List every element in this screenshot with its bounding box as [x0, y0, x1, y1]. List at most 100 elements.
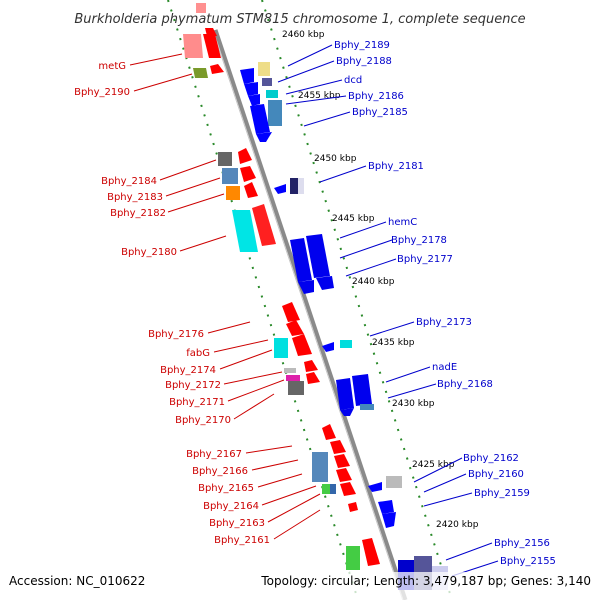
gene-label[interactable]: Bphy_2180 [121, 247, 177, 258]
gene-label[interactable]: Bphy_2162 [463, 453, 519, 464]
gene-label[interactable]: Bphy_2172 [165, 380, 221, 391]
gene-box-Bphy_2182[interactable] [226, 186, 240, 200]
tick-label: 2445 kbp [332, 214, 375, 224]
gene-arrow-dcd[interactable] [244, 82, 258, 96]
gene-label[interactable]: Bphy_2173 [416, 317, 472, 328]
gene-label[interactable]: hemC [388, 217, 417, 228]
gene-box-Bphy_2181[interactable] [290, 178, 298, 194]
gene-box-Bphy_2161[interactable] [346, 546, 360, 570]
gene-label[interactable]: fabG [186, 348, 210, 359]
left-leader-lines [129, 53, 321, 540]
gene-arrow[interactable] [304, 360, 318, 372]
gene-arrow[interactable] [336, 468, 352, 482]
chromosome-backbone [212, 29, 408, 600]
gene-label[interactable]: dcd [344, 75, 362, 86]
gene-arrow-Bphy_2176[interactable] [282, 302, 300, 322]
gene-label[interactable]: Bphy_2170 [175, 415, 231, 426]
gene-arrow-Bphy_2162[interactable] [368, 482, 382, 492]
gene-arrow[interactable] [382, 512, 396, 528]
gene-box-Bphy_2184[interactable] [218, 152, 232, 166]
gene-box-Bphy_2170[interactable] [288, 381, 304, 395]
gene-box-Bphy_2188[interactable] [262, 78, 272, 86]
gene-box-Bphy_2172[interactable] [284, 368, 296, 373]
gene-label[interactable]: metG [98, 61, 126, 72]
gene-arrow-hemC[interactable] [290, 238, 312, 282]
gene-box-Bphy_2173[interactable] [340, 340, 352, 348]
gene-box[interactable] [298, 178, 304, 194]
gene-label[interactable]: Bphy_2177 [397, 254, 453, 265]
gene-label[interactable]: Bphy_2185 [352, 107, 408, 118]
gene-box-Bphy_2186[interactable] [266, 90, 278, 98]
gene-arrow[interactable] [274, 184, 286, 194]
gene-label[interactable]: Bphy_2168 [437, 379, 493, 390]
gene-arrow[interactable] [250, 104, 270, 134]
gene-label[interactable]: Bphy_2156 [494, 538, 550, 549]
gene-label[interactable]: Bphy_2166 [192, 466, 248, 477]
gene-arrow-Bphy_2159[interactable] [378, 500, 394, 514]
gene-label[interactable]: Bphy_2186 [348, 91, 404, 102]
gene-label[interactable]: Bphy_2178 [391, 235, 447, 246]
gene-arrow[interactable] [248, 94, 260, 106]
gene-arrow[interactable] [244, 182, 258, 198]
gene-box-Bphy_2189[interactable] [258, 62, 270, 76]
gene-label[interactable]: Bphy_2190 [74, 87, 130, 98]
gene-arrow-fabG[interactable] [286, 320, 304, 336]
gene-label[interactable]: Bphy_2155 [500, 556, 556, 567]
gene-arrow[interactable] [238, 148, 252, 164]
gene-label[interactable]: Bphy_2183 [107, 192, 163, 203]
gene-box-Bphy_2164[interactable] [330, 484, 336, 494]
gene-arrow[interactable] [240, 68, 254, 84]
gene-label[interactable]: Bphy_2163 [209, 518, 265, 529]
gene-arrow[interactable] [298, 280, 314, 294]
gene-arrow-Bphy_2168[interactable] [352, 374, 372, 406]
gene-arrow[interactable] [306, 372, 320, 384]
gene-box-Bphy_2180[interactable] [232, 210, 258, 252]
gene-label[interactable]: Bphy_2167 [186, 449, 242, 460]
gene-arrow[interactable] [205, 28, 217, 36]
gene-arrow-nadE[interactable] [336, 378, 354, 410]
gene-label[interactable]: Bphy_2188 [336, 56, 392, 67]
gene-arrow[interactable] [340, 408, 354, 416]
gene-arrow[interactable] [252, 204, 276, 246]
gene-label[interactable]: nadE [432, 362, 457, 373]
gene-arrow[interactable] [210, 64, 224, 74]
gene-box-Bphy_2165[interactable] [322, 484, 330, 494]
gene-label[interactable]: Bphy_2160 [468, 469, 524, 480]
gene-box-Bphy_2166[interactable] [312, 452, 328, 482]
gene-box-Bphy_2160[interactable] [386, 476, 402, 488]
gene-arrow[interactable] [203, 34, 221, 58]
gene-arrow[interactable] [240, 166, 256, 182]
gene-label[interactable]: Bphy_2165 [198, 483, 254, 494]
gene-label[interactable]: Bphy_2189 [334, 40, 390, 51]
gene-arrow[interactable] [334, 454, 350, 468]
gene-arrow[interactable] [256, 132, 272, 142]
gene-box-metG[interactable] [183, 34, 203, 58]
gene-label[interactable]: Bphy_2184 [101, 176, 157, 187]
gene-arrow[interactable] [362, 538, 380, 566]
gene-label[interactable]: Bphy_2176 [148, 329, 204, 340]
gene-arrow[interactable] [330, 440, 346, 454]
gene-label[interactable]: Bphy_2182 [110, 208, 166, 219]
gene-label[interactable]: Bphy_2171 [169, 397, 225, 408]
tick-label: 2440 kbp [352, 277, 395, 287]
gene-label[interactable]: Bphy_2181 [368, 161, 424, 172]
gene-label[interactable]: Bphy_2161 [214, 535, 270, 546]
gene-arrow-Bphy_2167[interactable] [322, 424, 336, 440]
gene-arrow[interactable] [340, 482, 356, 496]
gene-arrow-Bphy_2163[interactable] [348, 502, 358, 512]
gene-label[interactable]: Bphy_2174 [160, 365, 216, 376]
gene-box-Bphy_2190[interactable] [193, 68, 208, 78]
gene-arrow[interactable] [292, 334, 312, 356]
gene-arrow-Bphy_2177[interactable] [316, 276, 334, 290]
gene-box-Bphy_2185[interactable] [268, 100, 282, 126]
gene-box[interactable] [360, 404, 374, 410]
gene-label[interactable]: Bphy_2164 [203, 501, 259, 512]
gene-label[interactable]: Bphy_2159 [474, 488, 530, 499]
gene-box-Bphy_2171[interactable] [286, 375, 300, 381]
gene-box-Bphy_2183[interactable] [222, 168, 238, 184]
gene-arrow-Bphy_2178[interactable] [306, 234, 330, 278]
gene-box[interactable] [196, 3, 206, 13]
gene-box-Bphy_2174[interactable] [274, 338, 288, 358]
gene-arrow[interactable] [322, 342, 334, 352]
